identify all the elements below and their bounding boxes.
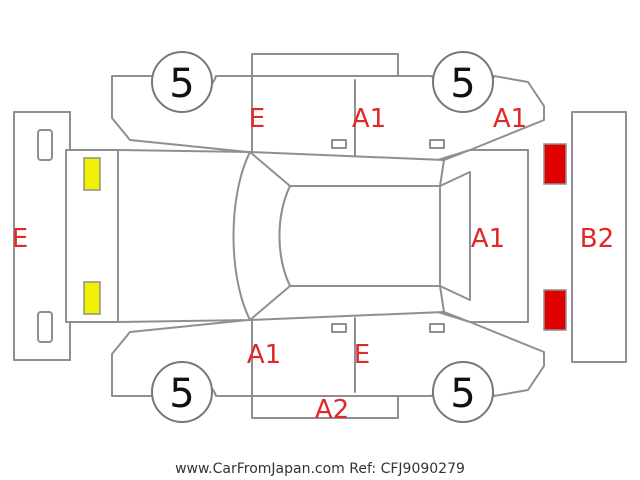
lower-front-handle [331,323,347,333]
headlight-marker-top [83,157,101,191]
tire-front-right-score: 5 [169,371,194,417]
rear-window [439,171,471,301]
tire-rear-left: 5 [432,51,494,113]
code-front-bumper: E [12,224,28,254]
roof-corner-line-1 [439,159,445,187]
upper-sill [251,53,399,77]
roof-corner-line-2 [439,285,445,313]
front-bumper-fog-lamp-bottom [37,311,53,343]
code-right-rear-door: E [354,340,370,370]
headlight-marker-bottom [83,281,101,315]
tire-front-right: 5 [151,361,213,423]
code-tailgate: A1 [471,224,505,254]
code-rear-bumper: B2 [580,224,614,254]
tire-rear-left-score: 5 [450,61,475,107]
footer-watermark: www.CarFromJapan.com Ref: CFJ9090279 [175,461,465,477]
tire-rear-right: 5 [432,361,494,423]
front-bumper [13,111,71,361]
roof [278,185,441,287]
taillight-marker-bottom [543,289,567,331]
code-right-side-sill: A2 [315,395,349,425]
tire-front-left-score: 5 [169,61,194,107]
upper-front-handle [331,139,347,149]
code-left-front-door: E [249,104,265,134]
taillight-marker-top [543,143,567,185]
code-right-front-door: A1 [247,340,281,370]
lower-sill [251,395,399,419]
rear-bumper [571,111,627,363]
lower-rear-handle [429,323,445,333]
tire-rear-right-score: 5 [450,371,475,417]
front-bumper-fog-lamp-top [37,129,53,161]
code-left-rear-quarter: A1 [493,104,527,134]
upper-rear-handle [429,139,445,149]
code-left-rear-door: A1 [352,104,386,134]
tire-front-left: 5 [151,51,213,113]
